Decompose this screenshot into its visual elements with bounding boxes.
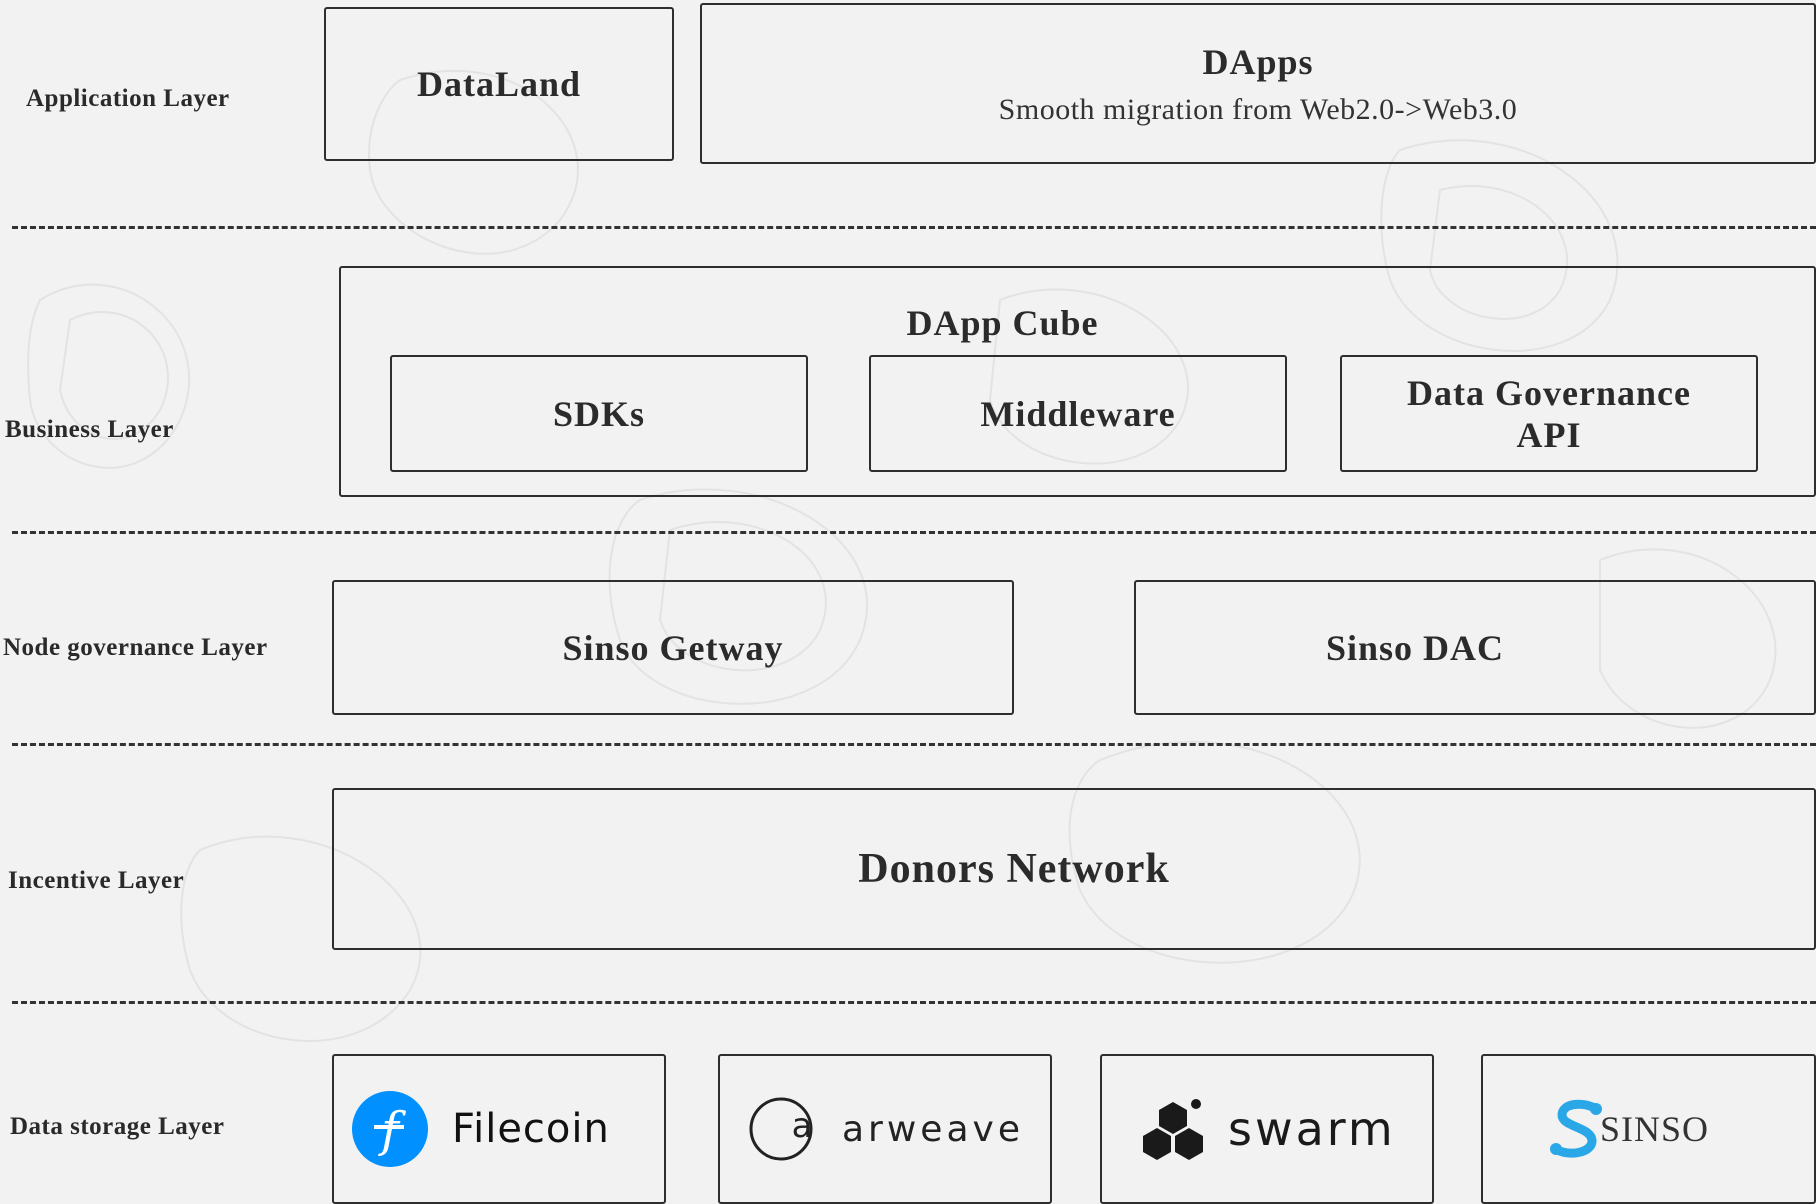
sinso-getway-box: Sinso Getway (332, 580, 1014, 715)
api-label: API (1516, 414, 1582, 455)
divider-application-business (12, 226, 1816, 229)
filecoin-box: f Filecoin (332, 1054, 666, 1204)
divider-business-node (12, 531, 1816, 534)
dapps-subtitle: Smooth migration from Web2.0->Web3.0 (998, 92, 1518, 126)
divider-node-incentive (12, 743, 1816, 746)
arweave-logo-icon (749, 1097, 813, 1161)
arweave-label: arweave (842, 1108, 1024, 1150)
arweave-box: a arweave (718, 1054, 1052, 1204)
dapp-cube-box: DApp Cube (339, 266, 1816, 497)
sinso-dac-label: Sinso DAC (1325, 627, 1505, 668)
swarm-label: swarm (1228, 1102, 1396, 1156)
arweave-letter: a (791, 1106, 813, 1146)
data-governance-api-box: Data Governance API (1340, 355, 1758, 472)
layer-label-application: Application Layer (26, 85, 230, 112)
middleware-box: Middleware (869, 355, 1287, 472)
sdks-label: SDKs (552, 393, 646, 434)
data-governance-label: Data Governance (1407, 372, 1691, 413)
sinso-logo-icon (1549, 1099, 1602, 1158)
middleware-label: Middleware (980, 393, 1176, 434)
donors-network-label: Donors Network (858, 846, 1170, 892)
layer-label-data-storage: Data storage Layer (10, 1113, 225, 1140)
filecoin-label: Filecoin (452, 1106, 610, 1152)
dataland-label: DataLand (416, 64, 582, 104)
dapp-cube-title: DApp Cube (906, 303, 1099, 343)
dataland-box: DataLand (324, 7, 674, 161)
layer-label-node-governance: Node governance Layer (3, 634, 268, 661)
swarm-box: swarm (1100, 1054, 1434, 1204)
sinso-label: SINSO (1599, 1109, 1710, 1149)
sdks-box: SDKs (390, 355, 808, 472)
divider-incentive-storage (12, 1001, 1816, 1004)
layer-label-incentive: Incentive Layer (8, 867, 185, 894)
dapps-box: DApps Smooth migration from Web2.0->Web3… (700, 3, 1816, 164)
layer-label-business: Business Layer (5, 416, 174, 443)
sinso-getway-label: Sinso Getway (562, 627, 784, 668)
swarm-logo-icon (1143, 1099, 1203, 1160)
donors-network-box: Donors Network (332, 788, 1816, 950)
sinso-dac-box: Sinso DAC (1134, 580, 1816, 715)
dapps-title: DApps (1202, 41, 1314, 82)
sinso-box: SINSO (1481, 1054, 1816, 1204)
filecoin-logo-icon: f (352, 1091, 428, 1167)
